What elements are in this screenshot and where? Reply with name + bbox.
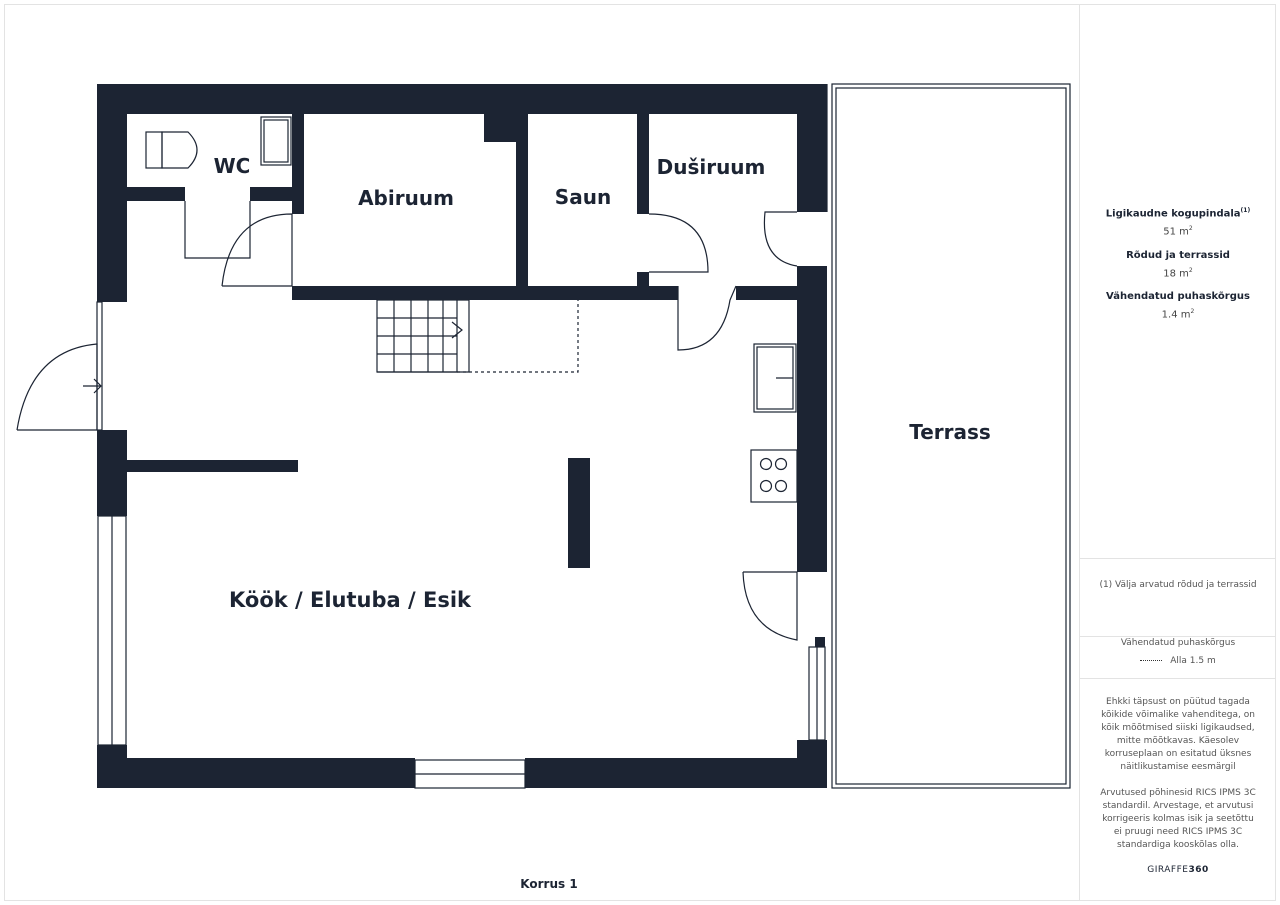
footnote: (1) Välja arvatud rõdud ja terrassid <box>1080 559 1276 637</box>
wall-right-lower <box>797 740 827 788</box>
wall-top <box>97 84 827 114</box>
terrace-outline-outer <box>831 83 1071 789</box>
room-label-kook: Köök / Elutuba / Esik <box>228 588 472 612</box>
room-label-terrass: Terrass <box>909 420 991 444</box>
terrace-outline-inner <box>835 87 1067 785</box>
wc-sink-inner <box>263 119 289 163</box>
wc-wall-bottom-right <box>250 187 292 201</box>
kitchen-sink <box>753 343 797 413</box>
fixtures <box>16 83 1071 789</box>
floor-plan <box>16 83 1071 789</box>
disclaimer-rics: Arvutused põhinesid RICS IPMS 3C standar… <box>1100 788 1256 850</box>
balconies-label: Rõdud ja terrassid <box>1126 249 1230 261</box>
floor-label: Korrus 1 <box>520 877 578 891</box>
dotted-line-icon <box>1140 660 1163 661</box>
room-label-dusiruum: Duširuum <box>656 155 766 179</box>
wall-bottom-left <box>97 758 415 788</box>
corridor-door <box>677 285 737 351</box>
corridor-wall <box>292 286 678 300</box>
toilet-bowl <box>161 131 198 169</box>
wall-right-middle <box>797 266 827 572</box>
saun-stub <box>637 272 649 292</box>
legend-title: Vähendatud puhaskõrgus <box>1120 638 1236 648</box>
island <box>568 458 590 568</box>
window-left-upper <box>96 301 103 431</box>
toilet-tank <box>145 131 163 169</box>
partition-wall <box>127 460 298 472</box>
terrace-door-upper <box>763 211 798 267</box>
room-label-wc: WC <box>213 154 251 178</box>
room-label-saun: Saun <box>554 185 612 209</box>
total-area-value: 51 m2 <box>1163 225 1193 238</box>
wall-left-middle <box>97 430 127 516</box>
abiruum-door <box>221 213 293 287</box>
wall-left-upper <box>97 84 127 302</box>
abiruum-saun-wall <box>516 114 528 286</box>
area-stats: Ligikaudne kogupindala(1) 51 m2 Rõdud ja… <box>1080 4 1276 559</box>
reduced-height-label: Vähendatud puhaskõrgus <box>1106 290 1250 302</box>
disclaimer-accuracy: Ehkki täpsust on püütud tagada kõikide v… <box>1101 697 1255 772</box>
wall-right-upper <box>797 84 827 212</box>
info-sidebar: Ligikaudne kogupindala(1) 51 m2 Rõdud ja… <box>1079 4 1276 901</box>
post <box>815 637 825 647</box>
disclaimer: Ehkki täpsust on püütud tagada kõikide v… <box>1080 690 1276 890</box>
wc-wall-bottom-left <box>127 187 185 201</box>
brand-logo: GIRAFFE360 <box>1147 865 1209 875</box>
wc-sink <box>260 116 292 166</box>
dusiruum-door <box>648 213 709 273</box>
entrance-door <box>16 343 98 431</box>
legend: Vähendatud puhaskõrgus Alla 1.5 m <box>1080 637 1276 679</box>
walls <box>97 84 827 788</box>
wall-left-lower <box>97 745 127 788</box>
legend-item: Alla 1.5 m <box>1080 655 1276 668</box>
page-frame <box>4 4 1276 901</box>
stove <box>750 449 798 503</box>
corridor-wall-right <box>736 286 797 300</box>
saun-dusi-wall <box>637 114 649 214</box>
wc-abiruum-wall <box>292 114 304 214</box>
wc-door <box>184 201 251 259</box>
terrace-door-lower <box>742 571 798 641</box>
balconies-value: 18 m2 <box>1163 266 1193 279</box>
reduced-height-value: 1.4 m2 <box>1161 307 1195 321</box>
total-area-label: Ligikaudne kogupindala(1) <box>1105 207 1251 220</box>
wall-bottom-right <box>525 758 827 788</box>
reduced-height-line <box>457 300 579 373</box>
room-label-abiruum: Abiruum <box>358 186 454 210</box>
